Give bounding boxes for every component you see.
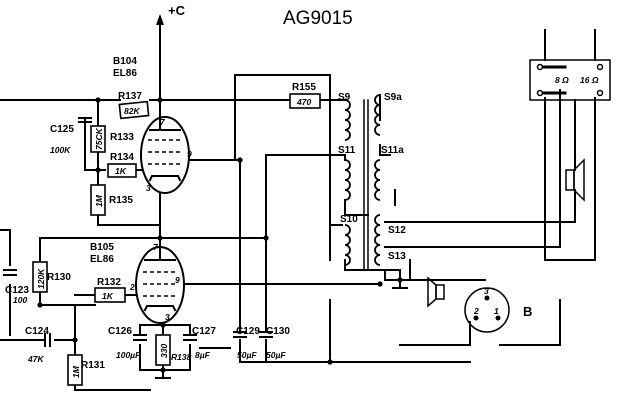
speaker-icon: [565, 158, 585, 202]
capacitor-c126: C126 100µF: [108, 326, 147, 360]
svg-text:R133: R133: [110, 132, 134, 143]
svg-text:100µF: 100µF: [116, 350, 141, 360]
svg-text:R137: R137: [118, 91, 142, 102]
resistor-r138: 330 R138: [155, 334, 192, 366]
capacitor-c125: C125 100K: [50, 117, 92, 155]
winding-s9: S9: [338, 92, 351, 103]
impedance-switch: 8 Ω 16 Ω: [529, 59, 611, 101]
svg-text:330: 330: [159, 344, 169, 358]
ground-symbols: [155, 279, 408, 379]
capacitor-c130: C130 50µF: [259, 326, 290, 360]
svg-text:C124: C124: [25, 326, 49, 337]
resistor-r137: 82K R137: [118, 91, 150, 120]
svg-text:R131: R131: [81, 360, 105, 371]
b105-pin2: 2: [129, 282, 135, 292]
resistor-r132: 1K R132: [94, 277, 126, 303]
winding-s10: S10: [340, 214, 358, 225]
svg-text:C130: C130: [266, 326, 290, 337]
tube-b105: B105 EL86 7 9 2 3: [90, 237, 185, 324]
b105-ref: B105: [90, 242, 114, 253]
svg-text:100: 100: [13, 295, 27, 305]
svg-text:470: 470: [296, 97, 311, 107]
svg-text:1K: 1K: [102, 291, 114, 301]
svg-text:C125: C125: [50, 124, 74, 135]
capacitor-c124: C124 47K: [25, 326, 51, 364]
socket-pin2: 2: [473, 306, 479, 316]
svg-text:R135: R135: [109, 195, 133, 206]
supply-rail: +C: [156, 3, 186, 101]
b105-pin9: 9: [175, 275, 180, 285]
resistor-r130: 120K R130: [32, 261, 71, 293]
socket-pin1: 1: [494, 306, 499, 316]
junction-dots: [37, 97, 403, 373]
supply-label: +C: [168, 3, 186, 18]
winding-s9a: S9a: [384, 92, 402, 103]
b105-pin7: 7: [153, 242, 159, 252]
svg-text:50µF: 50µF: [266, 350, 286, 360]
svg-text:R130: R130: [47, 272, 71, 283]
svg-text:R155: R155: [292, 82, 316, 93]
svg-text:75CK: 75CK: [94, 127, 104, 150]
b104-ref: B104: [113, 56, 137, 67]
capacitor-c123: C123 100: [3, 269, 29, 305]
winding-s11a: S11a: [381, 145, 404, 156]
svg-text:C126: C126: [108, 326, 132, 337]
svg-text:1K: 1K: [115, 166, 127, 176]
b104-type: EL86: [113, 68, 137, 79]
svg-text:C123: C123: [5, 285, 29, 296]
b104-pin7: 7: [160, 117, 166, 127]
capacitor-c129: C129 50µF: [233, 326, 260, 360]
svg-text:8µF: 8µF: [195, 350, 211, 360]
resistor-r131: 1M R131: [67, 354, 105, 386]
svg-text:120K: 120K: [36, 268, 46, 289]
diagram-title: AG9015: [283, 8, 353, 29]
svg-text:47K: 47K: [27, 354, 44, 364]
winding-s12: S12: [388, 225, 406, 236]
socket-pin3: 3: [484, 286, 489, 296]
svg-text:1M: 1M: [94, 194, 104, 207]
resistor-r155: 470 R155: [289, 82, 321, 109]
socket-label: B: [523, 304, 532, 319]
resistor-r134: 1K R134: [107, 152, 137, 178]
tube-b104: B104 EL86 7 9 3: [113, 56, 192, 194]
output-transformer: S9 S9a S11 S11a S10 S12 S13: [338, 92, 406, 271]
output-socket: 3 2 1 B: [464, 286, 532, 333]
svg-text:1M: 1M: [71, 365, 81, 378]
b105-pin3: 3: [165, 312, 170, 322]
svg-text:R132: R132: [97, 277, 121, 288]
resistor-r135: 1M R135: [90, 184, 133, 216]
capacitor-c127: C127 8µF: [183, 326, 216, 360]
switch-8-ohm: 8 Ω: [555, 75, 569, 85]
winding-s11: S11: [338, 145, 356, 156]
winding-s13: S13: [388, 251, 406, 262]
svg-text:C129: C129: [236, 326, 260, 337]
svg-text:50µF: 50µF: [237, 350, 257, 360]
b104-pin3: 3: [146, 183, 151, 193]
svg-text:82K: 82K: [124, 106, 140, 116]
speaker-icon: [427, 276, 445, 308]
b104-pin9: 9: [187, 149, 192, 159]
b105-type: EL86: [90, 254, 114, 265]
svg-text:100K: 100K: [50, 145, 71, 155]
svg-text:C127: C127: [192, 326, 216, 337]
svg-text:R138: R138: [171, 352, 192, 362]
resistor-r133: 75CK R133: [90, 125, 134, 153]
switch-16-ohm: 16 Ω: [580, 75, 599, 85]
svg-text:R134: R134: [110, 152, 134, 163]
